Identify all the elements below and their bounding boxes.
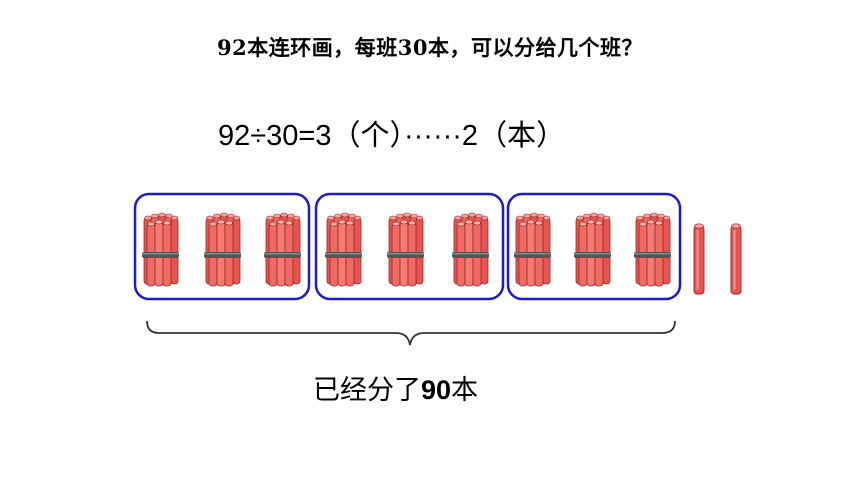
group-box-1	[133, 192, 311, 301]
stick-bundle	[573, 212, 612, 287]
caption-suffix: 本	[451, 375, 479, 406]
loose-stick	[693, 223, 705, 295]
stick-bundle	[263, 212, 302, 287]
caption-text: 已经分了90本	[313, 368, 478, 407]
question-text: 92本连环画，每班30本，可以分给几个班？	[217, 35, 643, 60]
stick-bundle	[633, 212, 672, 287]
caption-number: 90	[421, 375, 452, 405]
stick-bundle	[451, 212, 490, 287]
caption-prefix: 已经分了	[313, 375, 421, 406]
stick-bundle	[203, 212, 242, 287]
stick-bundle	[141, 212, 180, 287]
group-box-3	[506, 192, 682, 301]
division-equation: 92÷30=3（个）······2（本）	[218, 120, 566, 152]
group-box-2	[314, 192, 505, 301]
stick-bundle	[324, 212, 363, 287]
grouping-brace	[146, 320, 676, 346]
loose-stick	[730, 223, 742, 295]
stick-bundle	[386, 212, 425, 287]
stick-bundle	[513, 212, 552, 287]
